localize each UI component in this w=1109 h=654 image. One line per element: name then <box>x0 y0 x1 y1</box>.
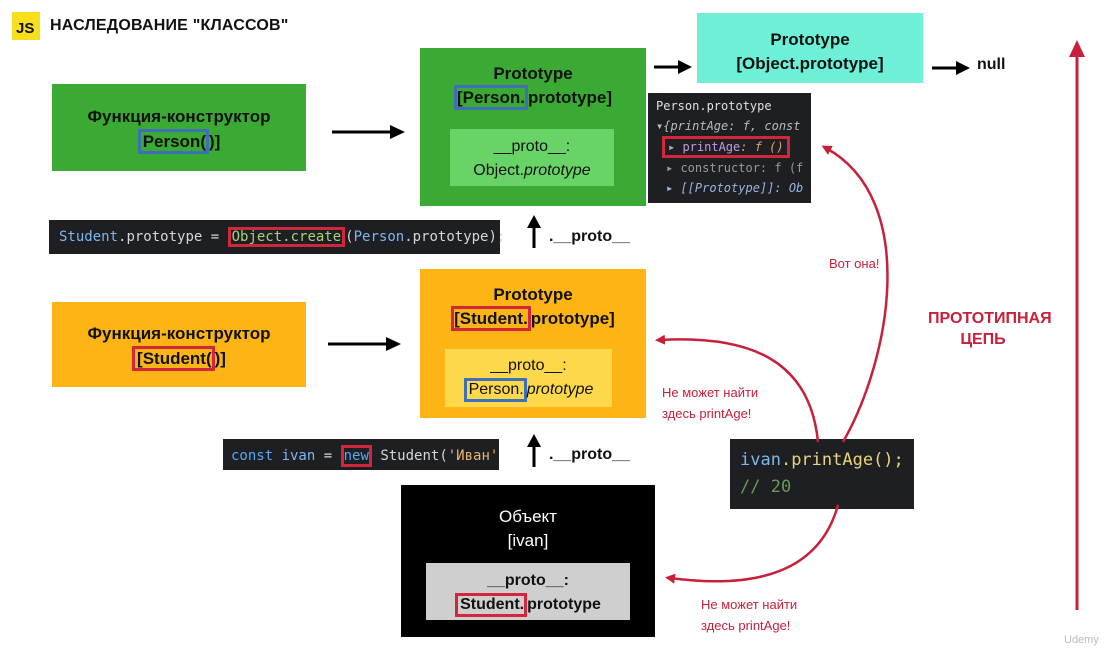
console-line-4: ▸ [[Prototype]]: Ob <box>666 181 804 195</box>
arrow-lookup-to-student-proto <box>655 334 820 443</box>
arrow-lookup-to-object <box>665 504 840 584</box>
console-title: Person.prototype <box>656 99 772 113</box>
code-call-line: ivan.printAge(); <box>740 450 904 470</box>
code-string-token: 'Иван' <box>447 448 499 464</box>
proto-link-label-1: .__proto__ <box>549 228 630 245</box>
page-title: НАСЛЕДОВАНИЕ "КЛАССОВ" <box>50 17 289 34</box>
person-constructor-close: )] <box>208 132 221 151</box>
arrow-to-object-prototype <box>654 60 692 74</box>
console-printage-highlight: ▸ printAge: f () <box>662 136 790 158</box>
person-prototype-name-rest: prototype] <box>527 88 613 107</box>
new-keyword-highlight: new <box>340 445 372 467</box>
ivan-object-box: Объект [ivan] __proto__: Student.prototy… <box>401 485 655 637</box>
code-ivan-token: ivan <box>281 448 316 464</box>
ivan-proto-value: Student.prototype <box>426 593 630 617</box>
code-eq-token: = <box>315 448 341 464</box>
person-constructor-name: Person()] <box>52 129 306 154</box>
person-prototype-inner: __proto__: Object.prototype <box>450 129 614 186</box>
student-constructor-label: Функция-конструктор <box>87 324 271 343</box>
console-panel: Person.prototype ▾{printAge: f, const ▸ … <box>648 93 811 203</box>
proto-up-arrow-2 <box>527 434 541 467</box>
annotation-found: Вот она! <box>829 256 880 271</box>
proto-link-label-2: .__proto__ <box>549 446 630 463</box>
code-rest-token: .prototype); <box>404 229 506 245</box>
person-constructor-label: Функция-конструктор <box>87 107 271 126</box>
person-prototype-highlight: [Person. <box>453 85 528 110</box>
arrow-person-to-prototype <box>332 125 405 139</box>
console-line-3: ▸ constructor: f (f <box>666 161 804 175</box>
arrow-lookup-to-person-proto <box>821 145 889 443</box>
proto-up-arrow-1 <box>527 215 541 248</box>
ivan-object-name: [ivan] <box>507 531 549 550</box>
arrow-student-to-prototype <box>328 337 401 351</box>
person-prototype-box: Prototype [Person.prototype] __proto__: … <box>420 48 646 206</box>
person-prototype-name: [Person.prototype] <box>420 85 646 110</box>
student-constructor-close: )] <box>214 349 226 368</box>
code-prototype-token: .prototype = <box>118 229 228 245</box>
student-prototype-box: Prototype [Student.prototype] __proto__:… <box>420 269 646 418</box>
js-logo: JS <box>12 12 40 40</box>
code-student-token: Student <box>59 229 119 245</box>
console-line-2: ▸ printAge: f () <box>656 136 811 158</box>
code-object-create: Student.prototype = Object.create(Person… <box>49 220 505 254</box>
watermark: Udemy <box>1064 634 1099 646</box>
object-prototype-box: Prototype [Object.prototype] <box>697 13 923 83</box>
student-prototype-inner: __proto__: Person.prototype <box>445 349 612 407</box>
code-person-token: Person <box>353 229 405 245</box>
person-prototype-title: Prototype <box>493 64 573 83</box>
code-new-student: const ivan = new Student('Иван', <box>223 439 499 470</box>
code-student-call-token: Student( <box>371 448 448 464</box>
annotation-not-found-2: Не может найти здесь printAge! <box>701 597 798 633</box>
student-constructor-box: Функция-конструктор [Student()] <box>52 302 306 387</box>
code-const-token: const <box>231 448 282 464</box>
object-create-highlight: Object.create <box>227 227 346 247</box>
person-prototype-proto-value: Object.prototype <box>473 162 591 179</box>
ivan-object-label: Объект <box>499 507 557 526</box>
student-prototype-name: [Student.prototype] <box>420 306 646 331</box>
person-prototype-proto-label: __proto__: <box>493 138 571 155</box>
person-constructor-highlight: Person( <box>137 129 209 154</box>
ivan-proto-highlight: Student. <box>455 593 528 617</box>
object-prototype-title: Prototype <box>770 30 850 49</box>
ivan-proto-label: __proto__: <box>487 572 569 589</box>
student-prototype-title: Prototype <box>493 285 573 304</box>
ivan-object-inner: __proto__: Student.prototype <box>426 563 630 620</box>
student-prototype-inner-highlight: Person. <box>463 378 527 402</box>
null-label: null <box>977 56 1006 73</box>
code-comma-token: , <box>498 448 499 464</box>
student-prototype-highlight: [Student. <box>451 306 531 331</box>
annotation-not-found-1: Не может найти здесь printAge! <box>662 385 759 421</box>
code-printage-call: ivan.printAge(); // 20 <box>730 439 914 509</box>
code-paren-token: ( <box>345 229 354 245</box>
student-prototype-proto-label: __proto__: <box>490 357 567 374</box>
student-prototype-proto-value: Person.prototype <box>445 378 612 402</box>
student-constructor-highlight: [Student( <box>132 346 215 371</box>
console-line-1: ▾{printAge: f, const <box>656 119 801 133</box>
person-constructor-box: Функция-конструктор Person()] <box>52 84 306 171</box>
prototype-chain-label: ПРОТОТИПНАЯ ЦЕПЬ <box>928 310 1052 348</box>
object-prototype-name: [Object.prototype] <box>736 54 884 73</box>
student-constructor-name: [Student()] <box>52 346 306 371</box>
chain-arrow-head <box>1069 40 1085 57</box>
arrow-to-null <box>932 61 970 75</box>
code-call-comment: // 20 <box>740 477 792 497</box>
student-prototype-name-rest: prototype] <box>530 309 615 328</box>
